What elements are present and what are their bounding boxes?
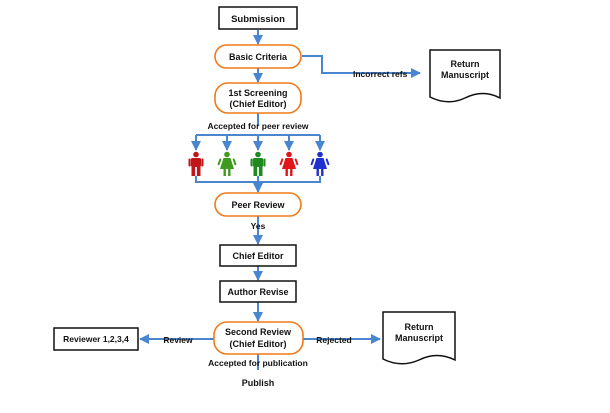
node-submission-label: Submission	[231, 14, 285, 25]
edge-label-review: Review	[163, 335, 193, 345]
node-submission: Submission	[218, 6, 298, 30]
node-basic-criteria: Basic Criteria	[214, 44, 302, 69]
node-return-manuscript-top: Return Manuscript	[429, 49, 501, 103]
person-icon	[310, 151, 330, 176]
connectors	[139, 30, 421, 370]
node-first-screening-sublabel: (Chief Editor)	[230, 99, 287, 109]
node-second-review: Second Review (Chief Editor)	[213, 321, 304, 355]
reviewer-figures	[188, 151, 330, 176]
person-icon	[279, 151, 299, 176]
person-icon	[217, 151, 237, 176]
node-chief-editor: Chief Editor	[219, 244, 297, 267]
node-reviewer-label: Reviewer 1,2,3,4	[63, 334, 129, 344]
edge-label-accepted-peer-review: Accepted for peer review	[207, 121, 308, 131]
person-icon	[188, 151, 204, 176]
node-return-bottom-label: Return	[405, 322, 434, 332]
node-second-review-label: Second Review	[225, 327, 292, 337]
edge-label-incorrect-refs: Incorrect refs	[353, 69, 408, 79]
node-return-bottom-sublabel: Manuscript	[395, 333, 443, 343]
person-icon	[250, 151, 266, 176]
edge-label-accepted-publication: Accepted for publication	[208, 358, 308, 368]
node-publish-label: Publish	[242, 378, 275, 388]
node-author-revise: Author Revise	[219, 280, 297, 303]
edge-label-yes: Yes	[251, 221, 266, 231]
node-return-top-sublabel: Manuscript	[441, 70, 489, 80]
node-return-top-label: Return	[451, 59, 480, 69]
node-second-review-sublabel: (Chief Editor)	[230, 339, 287, 349]
node-author-revise-label: Author Revise	[227, 287, 288, 297]
node-reviewer: Reviewer 1,2,3,4	[53, 327, 139, 351]
arrow-criteria-to-return	[302, 55, 421, 78]
node-peer-review-label: Peer Review	[231, 200, 285, 210]
node-chief-editor-label: Chief Editor	[233, 251, 284, 261]
node-peer-review: Peer Review	[214, 192, 302, 217]
node-return-manuscript-bottom: Return Manuscript	[382, 311, 456, 365]
node-basic-criteria-label: Basic Criteria	[229, 52, 288, 62]
edge-label-rejected: Rejected	[316, 335, 351, 345]
node-first-screening-label: 1st Screening	[228, 88, 287, 98]
node-first-screening: 1st Screening (Chief Editor)	[214, 82, 302, 114]
